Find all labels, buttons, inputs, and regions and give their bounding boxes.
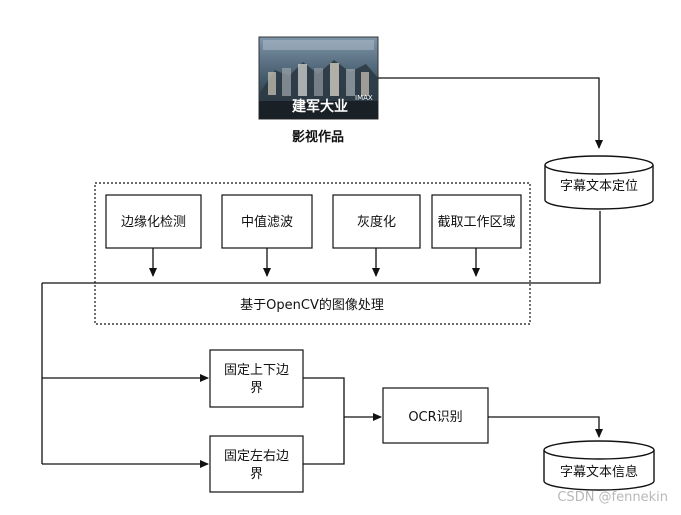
- fix-top-bottom-boundary-box: 固定上下边 界: [209, 349, 304, 408]
- edge-detection-box: 边缘化检测: [105, 194, 202, 249]
- fix-top-bottom-line-2: 界: [250, 381, 263, 396]
- poster-to-location-arrow: [378, 77, 603, 149]
- fix-left-right-line-2: 界: [250, 467, 263, 482]
- poster-caption: 影视作品: [292, 129, 344, 145]
- opencv-processing-group: 基于OpenCV的图像处理: [94, 182, 531, 325]
- median-filter-label: 中值滤波: [241, 214, 293, 230]
- subtitle-location-database: 字幕文本定位: [544, 155, 654, 210]
- grayscale-box: 灰度化: [332, 194, 421, 249]
- fix-left-right-line-1: 固定左右边: [224, 449, 289, 464]
- fix-left-right-boundary-box: 固定左右边 界: [209, 435, 304, 493]
- ocr-to-info-database-arrow: [488, 416, 603, 438]
- poster-title: 建军大业: [292, 98, 348, 115]
- csdn-watermark: CSDN @fennekin: [557, 490, 668, 505]
- poster-badge-text: IMAX: [355, 94, 373, 102]
- fix-top-bottom-line-1: 固定上下边: [224, 363, 289, 378]
- ocr-label: OCR识别: [408, 410, 462, 425]
- median-filter-box: 中值滤波: [221, 194, 313, 249]
- ocr-box: OCR识别: [382, 387, 489, 444]
- subtitle-info-label: 字幕文本信息: [560, 464, 638, 480]
- edge-detection-label: 边缘化检测: [121, 215, 186, 230]
- subtitle-info-database: 字幕文本信息: [543, 440, 655, 491]
- grayscale-label: 灰度化: [357, 214, 396, 230]
- subtitle-location-label: 字幕文本定位: [560, 179, 638, 194]
- movie-poster-image: 建军大业 IMAX: [258, 36, 379, 120]
- main-feedback-line: [42, 211, 601, 284]
- crop-work-area-box: 截取工作区域: [431, 194, 522, 249]
- crop-work-area-label: 截取工作区域: [437, 215, 515, 230]
- opencv-processing-label: 基于OpenCV的图像处理: [240, 297, 384, 313]
- boundary-merge-line: [303, 377, 345, 465]
